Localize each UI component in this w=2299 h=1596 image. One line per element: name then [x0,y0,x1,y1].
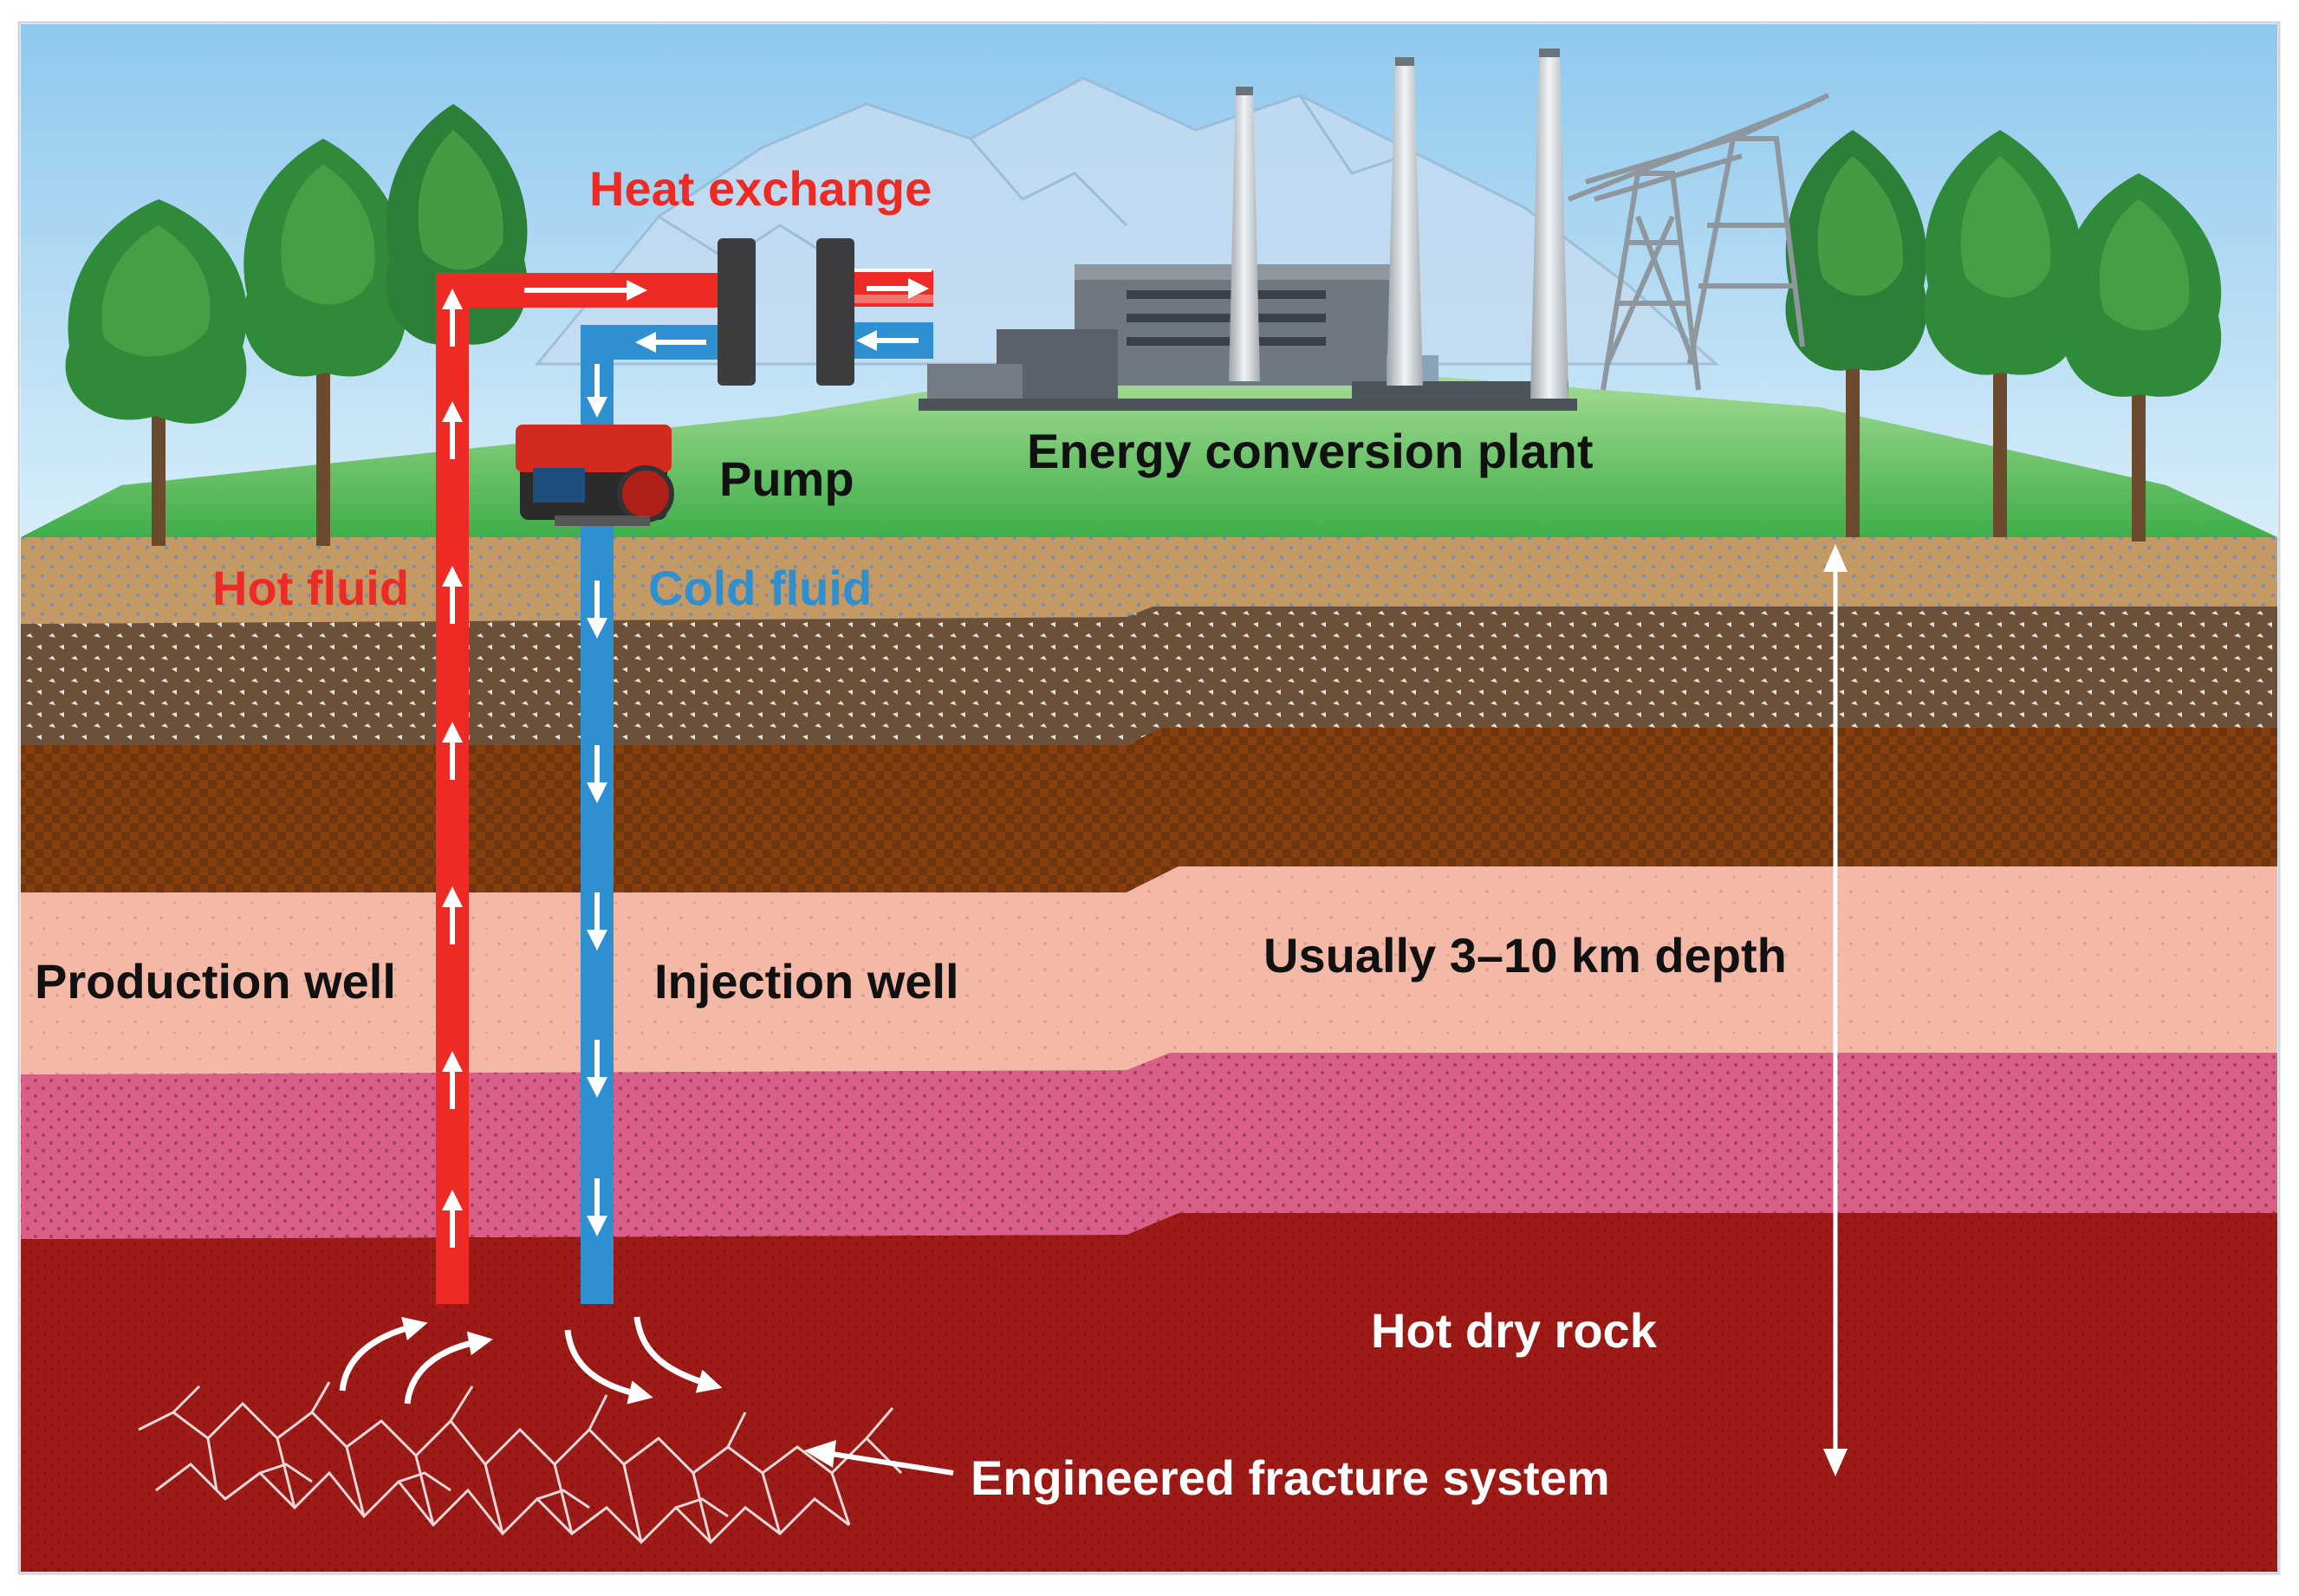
heat-exchange-label: Heat exchange [589,161,932,216]
heat-exchanger-plate-left [718,238,756,386]
pump-label: Pump [719,451,854,506]
hot-fluid-label: Hot fluid [212,561,409,615]
fracture-pointer-arrow [804,1440,954,1476]
fracture-flow-arrows [339,1316,723,1405]
flow-arrows [442,278,929,1248]
pump [516,425,674,526]
depth-arrow [1823,544,1848,1476]
cold-fluid-label: Cold fluid [648,561,872,615]
energy-conversion-plant [919,49,1577,411]
hot-dry-rock-label: Hot dry rock [1371,1303,1658,1358]
trees-left [65,104,528,546]
depth-label: Usually 3–10 km depth [1263,928,1787,983]
engineered-fracture-system [138,1381,903,1545]
power-pylons [1567,93,1830,391]
production-well-label: Production well [35,954,396,1009]
energy-plant-label: Energy conversion plant [1027,424,1594,478]
injection-well-label: Injection well [654,954,959,1009]
heat-exchanger-plate-right [816,238,854,386]
trees-right [1785,130,2222,542]
fracture-system-label: Engineered fracture system [971,1450,1610,1505]
